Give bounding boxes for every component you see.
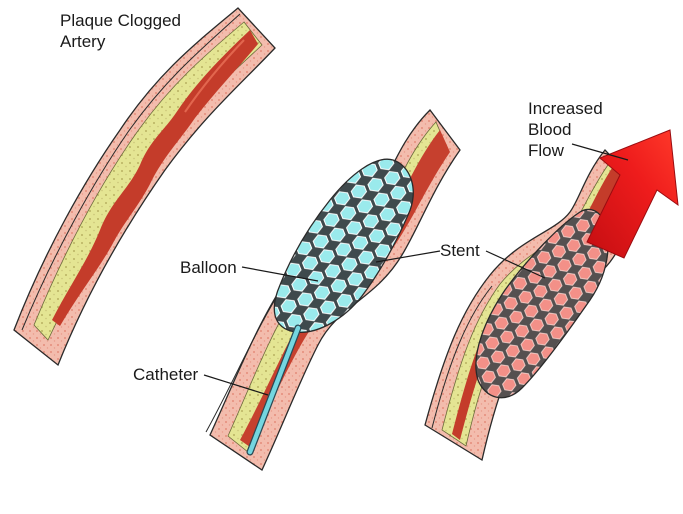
plaque-label-line-2: Artery — [60, 31, 181, 52]
increased-blood-flow-label: Increased Blood Flow — [528, 98, 603, 161]
stent-label: Stent — [440, 240, 480, 261]
flow-label-line-3: Flow — [528, 140, 603, 161]
artery-plaque-clogged — [14, 8, 275, 365]
flow-label-line-2: Blood — [528, 119, 603, 140]
flow-label-line-1: Increased — [528, 98, 603, 119]
balloon-stent — [274, 159, 413, 332]
plaque-clogged-label: Plaque Clogged Artery — [60, 10, 181, 52]
artery-balloon-stent — [206, 110, 460, 470]
balloon-label: Balloon — [180, 257, 237, 278]
plaque-label-line-1: Plaque Clogged — [60, 10, 181, 31]
catheter-label: Catheter — [133, 364, 198, 385]
